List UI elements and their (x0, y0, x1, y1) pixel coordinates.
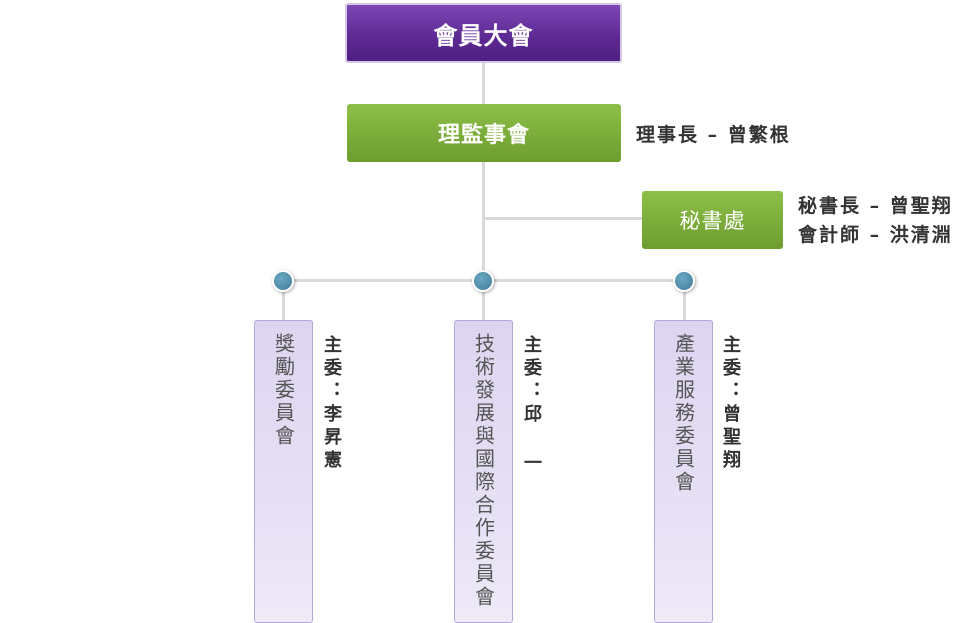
board-label: 理監事會 (437, 123, 530, 148)
secretariat-label: 秘書處 (679, 209, 746, 233)
committee-chair-2: 主委：邱 一 (521, 335, 542, 476)
junction-dot-3 (673, 270, 695, 292)
committee-chair-1: 主委：李昇憲 (321, 335, 342, 473)
connector-top-to-board (482, 63, 485, 104)
secretariat-box: 秘書處 (642, 191, 783, 249)
board-box: 理監事會 (347, 104, 621, 162)
committee-box-3: 產業服務委員會 (654, 320, 713, 623)
secretary-general-note: 秘書長 – 曾聖翔 (798, 195, 953, 217)
committee-box-1: 獎勵委員會 (254, 320, 313, 623)
connector-to-secretariat (482, 217, 642, 220)
accountant-note: 會計師 – 洪清淵 (798, 224, 953, 246)
committee-label-1: 獎勵委員會 (271, 333, 296, 448)
junction-dot-1 (272, 270, 294, 292)
committee-chair-3: 主委：曾聖翔 (720, 335, 741, 473)
committee-label-3: 產業服務委員會 (671, 333, 696, 494)
committee-label-2: 技術發展與國際合作委員會 (471, 333, 496, 609)
general-assembly-box: 會員大會 (345, 3, 622, 63)
committee-box-2: 技術發展與國際合作委員會 (454, 320, 513, 623)
junction-dot-2 (472, 270, 494, 292)
general-assembly-label: 會員大會 (433, 21, 534, 50)
connector-committee-3 (683, 280, 686, 320)
board-chair-note: 理事長 – 曾繁根 (636, 124, 791, 146)
connector-committee-1 (282, 280, 285, 320)
connector-committee-2 (482, 280, 485, 320)
connector-board-to-branch (482, 162, 485, 280)
